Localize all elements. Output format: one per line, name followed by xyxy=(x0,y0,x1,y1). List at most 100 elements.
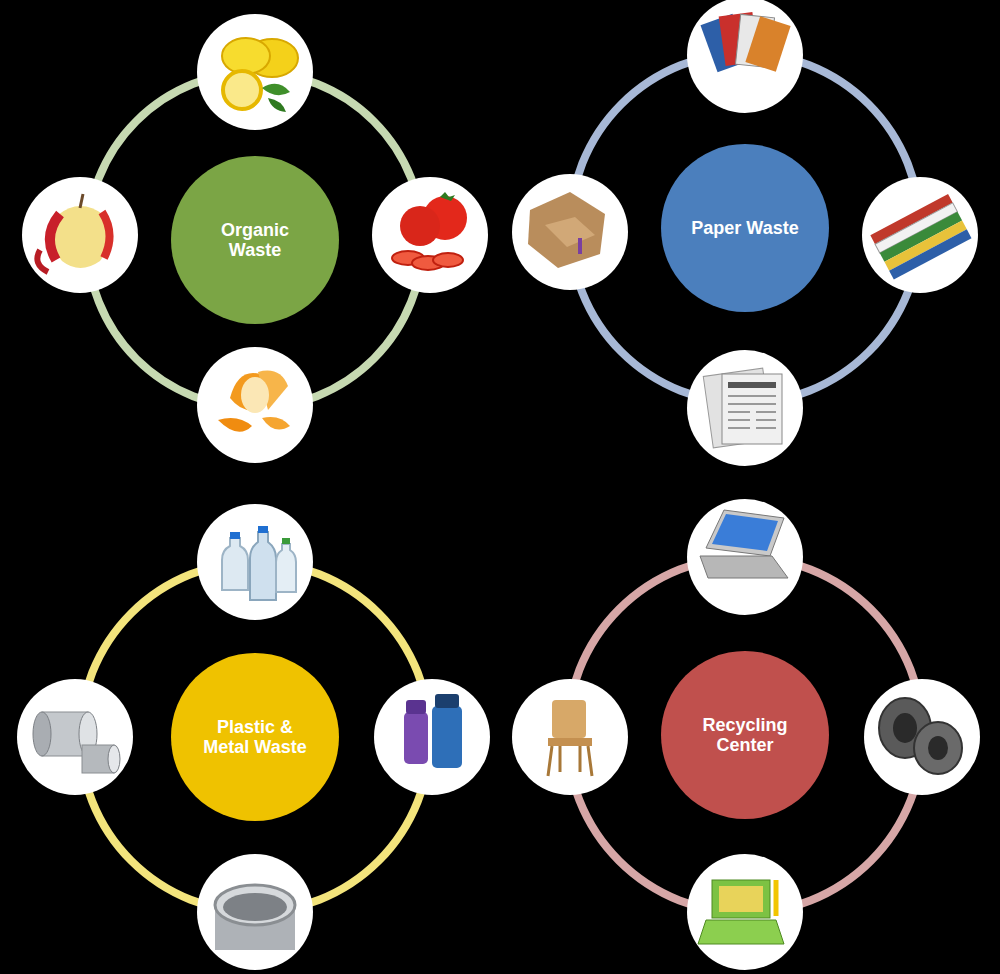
tire-hole xyxy=(928,736,948,760)
laptop xyxy=(700,510,788,578)
category-circle: Organic Waste xyxy=(171,156,339,324)
cardboard xyxy=(528,192,605,268)
lemons xyxy=(222,38,298,112)
photo-circle xyxy=(687,0,803,113)
bottle xyxy=(250,532,276,600)
apple-peel xyxy=(50,214,60,260)
orange-peel xyxy=(218,371,290,432)
text-lines xyxy=(728,396,776,428)
tomatoes xyxy=(392,192,467,270)
lemon-half xyxy=(223,71,261,109)
headline xyxy=(728,382,776,388)
chair xyxy=(548,700,592,776)
apple xyxy=(37,194,109,272)
tape xyxy=(578,238,582,254)
bottle-cap xyxy=(406,700,426,714)
photo-circle xyxy=(687,499,803,615)
tomato xyxy=(400,206,440,246)
circle-fill xyxy=(661,651,829,819)
water-bottles xyxy=(404,694,462,768)
category-circle: Paper Waste xyxy=(661,144,829,312)
laptop-screen xyxy=(712,880,770,918)
can-inside xyxy=(223,893,287,921)
leaf xyxy=(262,84,290,95)
text-holder: Organic Waste xyxy=(196,220,314,260)
bottle-cap xyxy=(282,538,290,544)
laptop-base xyxy=(700,556,788,578)
chair-seat xyxy=(548,738,592,746)
text-holder: Recycling Center xyxy=(686,715,804,755)
can-end xyxy=(33,712,51,756)
photo-circle xyxy=(197,14,313,130)
photo-circle xyxy=(197,854,313,970)
lemon xyxy=(222,38,270,74)
can-rim xyxy=(215,885,295,925)
bottle-cap xyxy=(230,532,240,539)
category-circle: Plastic & Metal Waste xyxy=(171,653,339,821)
book xyxy=(889,229,971,279)
photo-circle xyxy=(687,350,803,466)
bottle xyxy=(222,538,248,590)
books xyxy=(870,194,971,279)
apple-peel xyxy=(102,212,110,258)
tire-hole xyxy=(893,713,917,743)
text-holder: Plastic & Metal Waste xyxy=(196,717,314,757)
apple-stem xyxy=(80,194,83,208)
plastic-bottles xyxy=(222,526,296,600)
cardboard-piece xyxy=(545,217,595,247)
circle-fill xyxy=(171,156,339,324)
category-label: Paper Waste xyxy=(686,218,804,238)
magazines xyxy=(700,12,790,72)
photo-circle xyxy=(372,177,488,293)
antenna xyxy=(774,880,779,916)
newspaper-page xyxy=(722,374,782,444)
photo-circle xyxy=(687,854,803,970)
photo-circles xyxy=(17,0,980,970)
open-can xyxy=(215,885,295,950)
category-label: Organic Waste xyxy=(196,220,314,260)
photo-circle xyxy=(374,679,490,795)
bottle-cap xyxy=(435,694,459,708)
chair-legs xyxy=(548,746,592,776)
peel xyxy=(262,417,290,430)
bottle xyxy=(432,706,462,768)
apple-peel xyxy=(37,250,48,272)
tires xyxy=(879,698,962,774)
cardboard-piece xyxy=(528,192,605,268)
circle-fill xyxy=(171,653,339,821)
screen xyxy=(719,886,763,912)
text-holder: Paper Waste xyxy=(686,218,804,238)
photo-circle xyxy=(197,347,313,463)
bottle xyxy=(404,712,428,764)
orange-core xyxy=(241,377,269,413)
photo-circle xyxy=(197,504,313,620)
category-label: Recycling Center xyxy=(686,715,804,755)
photo-circle xyxy=(17,679,133,795)
photo-circle xyxy=(22,177,138,293)
category-label: Plastic & Metal Waste xyxy=(196,717,314,757)
leaf xyxy=(268,98,286,112)
photo-circle xyxy=(512,174,628,290)
photo-circle xyxy=(862,177,978,293)
circle-fill xyxy=(661,144,829,312)
bottle xyxy=(276,544,296,592)
tire xyxy=(914,722,962,774)
tin-cans xyxy=(33,712,120,773)
can-end xyxy=(108,745,120,773)
laptop-screen xyxy=(706,510,784,556)
chair-back xyxy=(552,700,586,738)
green-laptop xyxy=(698,880,784,944)
laptop-base xyxy=(698,920,784,944)
bottle-cap xyxy=(258,526,268,533)
peel xyxy=(218,418,252,432)
newspaper xyxy=(703,368,782,448)
tomato-slice xyxy=(433,253,463,267)
tomato-stem xyxy=(440,192,455,201)
screen xyxy=(712,514,778,551)
photo-circle xyxy=(512,679,628,795)
photo-circle xyxy=(864,679,980,795)
category-circle: Recycling Center xyxy=(661,651,829,819)
